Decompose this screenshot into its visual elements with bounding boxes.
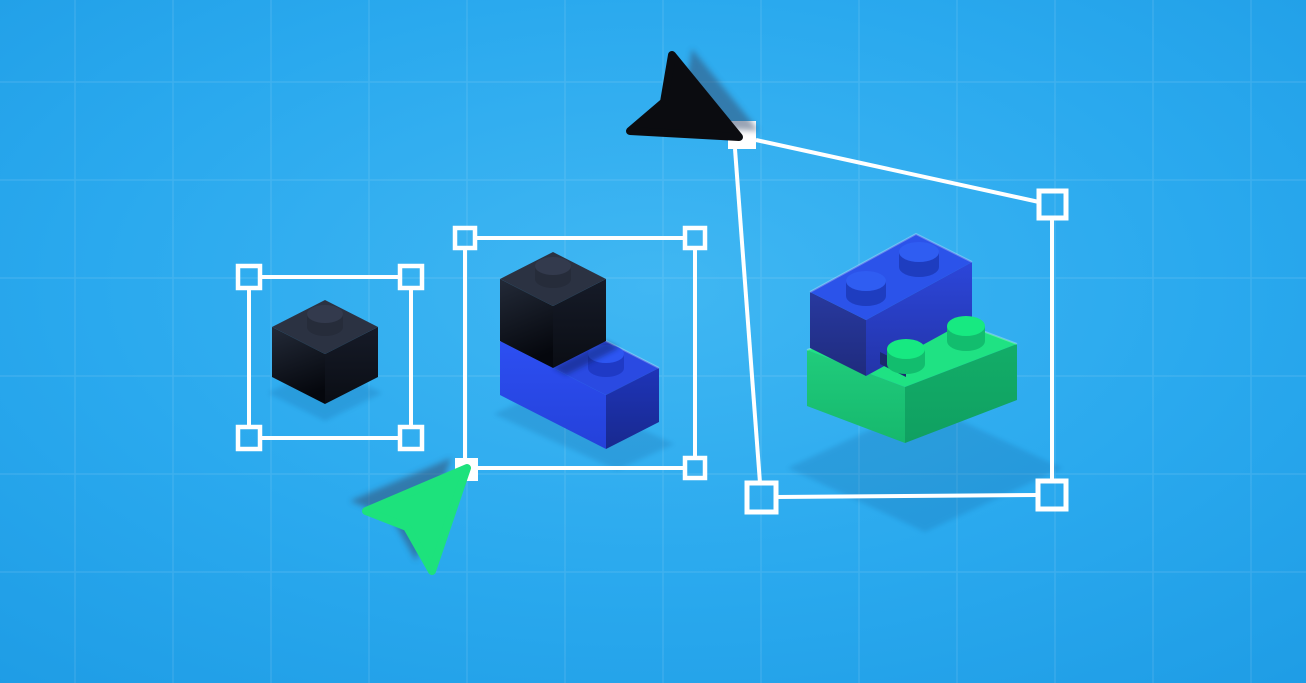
shadow-right-stack [788, 404, 1062, 532]
selection-edge-bottom [775, 493, 1039, 499]
rblue-top-edge-highlight [809, 232, 973, 293]
brick-face-right [325, 327, 378, 404]
stud [307, 305, 343, 336]
blue-face-end [606, 368, 659, 449]
stud [947, 316, 985, 351]
small-dark-brick[interactable] [272, 300, 378, 404]
selection-edge-left [733, 148, 762, 484]
selection-box-left [235, 263, 425, 452]
resize-handle-bottom-left[interactable] [235, 424, 263, 452]
resize-handle-top-right[interactable] [682, 225, 708, 251]
resize-handle-bottom-left[interactable] [744, 480, 779, 515]
green-cursor [362, 464, 471, 575]
stud [535, 257, 571, 288]
green-face-front [807, 350, 905, 443]
selection-edge-top [755, 138, 1040, 204]
blue-face-front [500, 341, 606, 449]
cast-shadow-band [553, 341, 619, 375]
dark-face-right [553, 279, 606, 368]
black-cursor [626, 51, 743, 141]
dark-face-left [500, 279, 553, 368]
selection-box-middle [452, 225, 708, 481]
dark-on-blue-brick-stack[interactable] [499, 252, 660, 449]
resize-handle-top-right[interactable] [397, 263, 425, 291]
resize-handle-bottom-right[interactable] [1035, 478, 1069, 512]
brick-face-left [272, 327, 325, 404]
stud [846, 271, 886, 306]
resize-handle-bottom-right[interactable] [397, 424, 425, 452]
resize-handle-bottom-right[interactable] [682, 455, 708, 481]
stud [887, 339, 925, 374]
stud [899, 242, 939, 277]
green-face-right [905, 344, 1017, 443]
resize-handle-top-right[interactable] [1036, 188, 1069, 221]
resize-handle-top-left[interactable] [235, 263, 263, 291]
resize-handle-top-left[interactable] [452, 225, 478, 251]
blue-on-green-brick-stack[interactable] [806, 232, 1018, 443]
